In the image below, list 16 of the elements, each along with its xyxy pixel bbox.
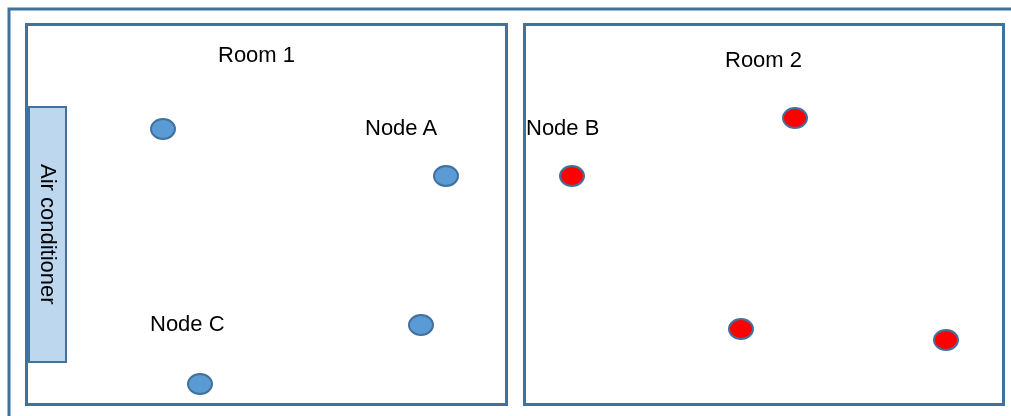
room-label: Room 2 — [725, 47, 803, 73]
sensor-node — [559, 165, 585, 187]
sensor-node — [150, 118, 176, 140]
room-outline — [523, 23, 1005, 406]
node-label: Node A — [365, 115, 438, 141]
sensor-node — [782, 107, 808, 129]
sensor-node — [728, 318, 754, 340]
air-conditioner-unit: Air conditioner — [28, 106, 67, 363]
node-label: Node C — [150, 311, 225, 337]
sensor-node — [433, 165, 459, 187]
sensor-node — [408, 314, 434, 336]
sensor-node — [933, 329, 959, 351]
room-outline — [25, 23, 508, 406]
room-label: Room 1 — [218, 42, 296, 68]
node-label: Node B — [526, 115, 600, 141]
sensor-node — [187, 373, 213, 395]
